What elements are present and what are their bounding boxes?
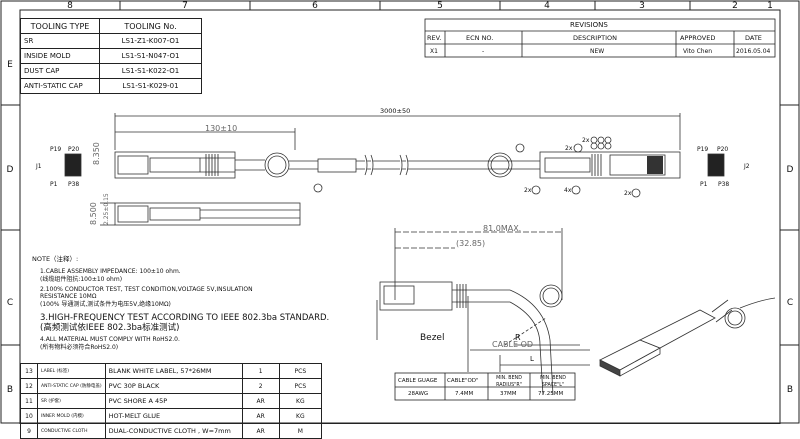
col-label: 8 <box>67 1 73 11</box>
dim-label: 8.500 <box>89 202 98 225</box>
bend-value: 7.4MM <box>455 391 474 397</box>
callout-qty: 2x <box>565 145 573 152</box>
table-row: 13 LABEL (标签) BLANK WHITE LABEL, 57*26MM… <box>20 363 323 379</box>
table-row: 12 ANTI-STATIC CAP (防静电盖) PVC 30P BLACK … <box>20 378 323 394</box>
dim-label: 8.350 <box>92 142 101 165</box>
top-view-assembly <box>64 113 725 226</box>
row-label: B <box>6 385 14 395</box>
notes-title: NOTE（注释）: <box>32 255 79 263</box>
note-line: RESISTANCE 10MΩ <box>40 293 97 300</box>
pin-label: P20 <box>68 146 80 153</box>
callout-qty: 2x <box>524 187 532 194</box>
note-line: (所有物料必须符合RoHS2.0) <box>40 344 119 351</box>
tooling-table: TOOLING TYPE TOOLING No. SR LS1-Z1-K007-… <box>20 18 202 94</box>
pin-label: P38 <box>68 181 80 188</box>
rev-header: REV. <box>427 34 442 42</box>
table-row: ANTI-STATIC CAP LS1-S1-K029-01 <box>20 78 202 94</box>
row-label: D <box>786 165 794 175</box>
callout-qty: 4x <box>564 187 572 194</box>
pin-label: P20 <box>717 146 729 153</box>
bend-value: 77.25MM <box>538 391 564 397</box>
rev-value: NEW <box>590 48 605 55</box>
col-label: 3 <box>639 1 645 11</box>
revisions-title: REVISIONS <box>570 21 608 29</box>
connector-length-dim: 130±10 <box>205 124 238 133</box>
rev-value: - <box>482 48 485 55</box>
col-label: 7 <box>182 1 188 11</box>
row-label: C <box>786 298 794 308</box>
pin-label: P1 <box>50 181 58 188</box>
bend-header: MIN. BEND SPACE"L" <box>540 376 566 388</box>
note-line: 4.ALL MATERIAL MUST COMPLY WITH RoHS2.0. <box>40 336 180 343</box>
l-label: L <box>530 355 534 363</box>
callout-qty: 2x <box>624 190 632 197</box>
table-row: TOOLING TYPE TOOLING No. <box>20 18 202 34</box>
callout-qty: 2x <box>582 137 590 144</box>
bom-table: 13 LABEL (标签) BLANK WHITE LABEL, 57*26MM… <box>20 363 323 439</box>
col-label: 6 <box>312 1 318 11</box>
pin-label: P19 <box>50 146 62 153</box>
note-line: (高频测试依IEEE 802.3ba标准测试) <box>40 323 180 333</box>
rev-header: DESCRIPTION <box>573 34 617 42</box>
rev-value: 2016.05.04 <box>736 48 771 55</box>
table-row: 11 SR (护套) PVC SHORE A 45P AR KG <box>20 393 323 409</box>
detail-inner-dim: (32.85) <box>456 239 486 248</box>
table-row: 10 INNER MOLD (内模) HOT-MELT GLUE AR KG <box>20 408 323 424</box>
dim-label: 2.25±0.15 <box>103 193 110 225</box>
bend-header: CABLE GUAGE <box>398 378 438 384</box>
row-label: B <box>786 385 794 395</box>
bend-header: CABLE"OD" <box>447 378 479 384</box>
cable-od-label: CABLE OD <box>492 340 534 349</box>
j2-label: J2 <box>744 163 750 170</box>
bend-detail-view <box>376 228 590 396</box>
table-row: DUST CAP LS1-S1-K022-O1 <box>20 63 202 79</box>
rev-value: X1 <box>430 48 438 55</box>
note-line: 2.100% CONDUCTOR TEST, TEST CONDITION,VO… <box>40 286 253 293</box>
col-label: 5 <box>437 1 443 11</box>
pin-label: P38 <box>718 181 730 188</box>
col-label: 2 <box>732 1 738 11</box>
pin-label: P19 <box>697 146 709 153</box>
pin-label: P1 <box>700 181 708 188</box>
bezel-label: Bezel <box>420 333 445 343</box>
table-row: SR LS1-Z1-K007-O1 <box>20 33 202 49</box>
note-line: (100% 导通测试,测试条件为电压5V,绝缘10MΩ) <box>40 301 171 308</box>
row-label: C <box>6 298 14 308</box>
isometric-connector <box>599 297 776 377</box>
col-label: 1 <box>767 1 773 11</box>
drawing-frame <box>0 0 800 424</box>
overall-length-dim: 3000±50 <box>380 107 411 115</box>
bend-value: 28AWG <box>408 391 429 397</box>
note-line: 3.HIGH-FREQUENCY TEST ACCORDING TO IEEE … <box>40 313 330 323</box>
table-row: 9 CONDUCTIVE CLOTH DUAL-CONDUCTIVE CLOTH… <box>20 423 323 439</box>
j1-label: J1 <box>36 163 42 170</box>
rev-header: DATE <box>745 34 762 42</box>
table-row: INSIDE MOLD LS1-S1-N047-O1 <box>20 48 202 64</box>
row-label: D <box>6 165 14 175</box>
bend-value: 37MM <box>500 391 517 397</box>
note-line: 1.CABLE ASSEMBLY IMPEDANCE: 100±10 ohm. <box>40 268 181 275</box>
note-line: (线缆组件阻抗:100±10 ohm) <box>40 276 123 283</box>
rev-header: APPROVED <box>680 34 716 42</box>
bend-header: MIN. BEND RADIUS"R" <box>496 376 522 388</box>
radius-label: R <box>515 333 521 342</box>
detail-length-dim: 81.0MAX. <box>483 224 522 233</box>
col-label: 4 <box>544 1 550 11</box>
rev-value: Vito Chen <box>683 48 713 55</box>
rev-header: ECN NO. <box>466 34 494 42</box>
row-label: E <box>7 60 13 70</box>
